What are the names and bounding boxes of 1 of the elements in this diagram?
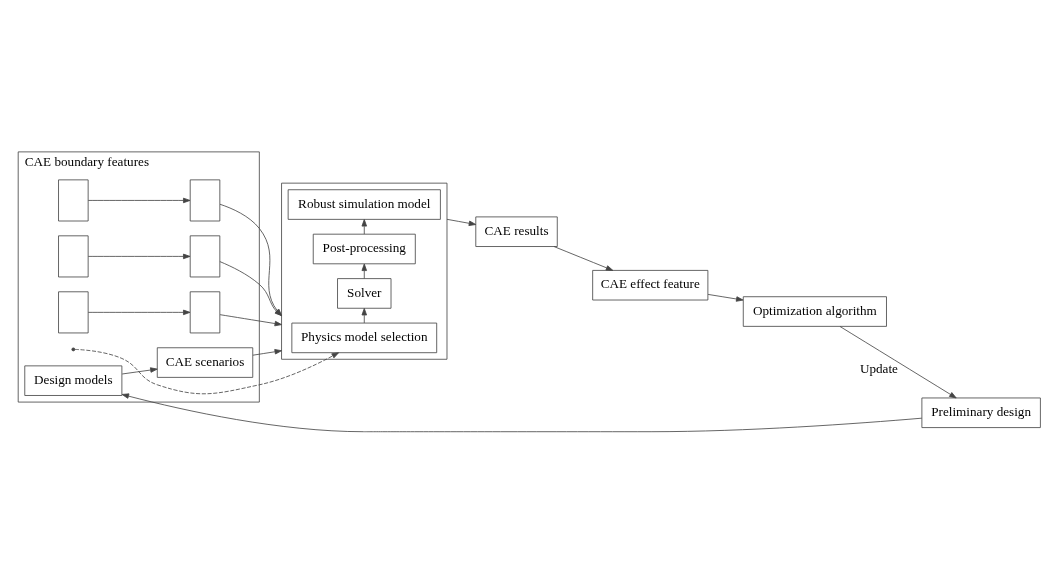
edge-label: Update <box>859 360 898 376</box>
